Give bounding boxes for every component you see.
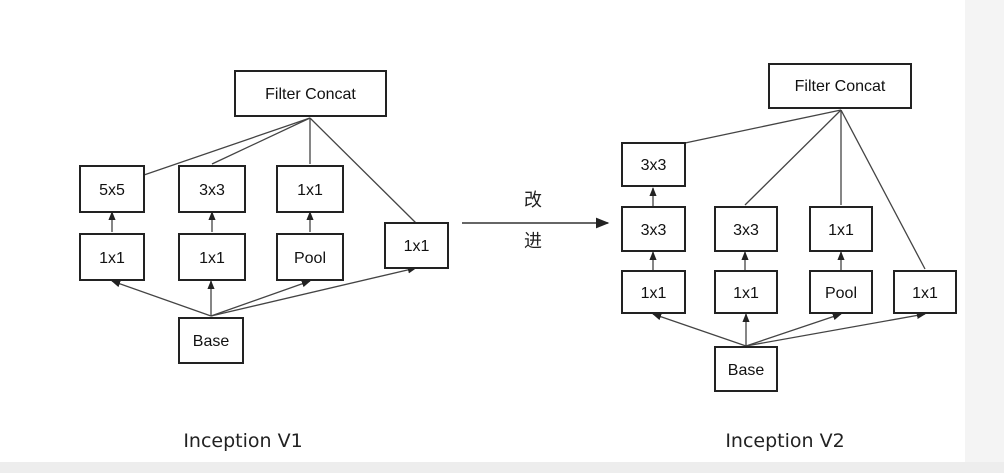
v2-pool-label: Pool <box>825 285 857 302</box>
v1-1x1-a-label: 1x1 <box>99 250 125 267</box>
edge-base-to-pool <box>745 313 842 347</box>
v2-1x1-top-label: 1x1 <box>828 222 854 239</box>
edge-3x3top-to-concat <box>684 109 842 144</box>
v1-pool-box: Pool <box>276 233 344 281</box>
edge-base-to-1x1-right <box>745 311 926 347</box>
edge-1x1right-to-concat <box>840 109 926 270</box>
v2-filter-concat-box: Filter Concat <box>768 63 912 109</box>
inception-v2: Filter Concat 3x3 3x3 3x3 1x1 1x1 1x1 P <box>621 63 957 452</box>
edge-3x3b-to-concat <box>744 109 842 206</box>
v1-1x1-a-box: 1x1 <box>79 233 145 281</box>
v1-1x1-b-label: 1x1 <box>199 250 225 267</box>
v1-3x3-label: 3x3 <box>199 182 225 199</box>
edge-base-to-1x1-a <box>652 313 747 347</box>
v1-filter-concat-box: Filter Concat <box>234 70 387 117</box>
v2-base-label: Base <box>728 362 765 379</box>
v2-base-box: Base <box>714 346 778 392</box>
v1-5x5-box: 5x5 <box>79 165 145 213</box>
v1-5x5-label: 5x5 <box>99 182 125 199</box>
v1-1x1-right-label: 1x1 <box>404 238 430 255</box>
v1-base-label: Base <box>193 333 230 350</box>
v1-caption: Inception V1 <box>183 430 302 452</box>
v2-3x3-top-box: 3x3 <box>621 142 686 187</box>
v2-3x3-mid-box: 3x3 <box>621 206 686 252</box>
v1-base-box: Base <box>178 317 244 364</box>
v2-1x1-top-box: 1x1 <box>809 206 873 252</box>
edge-base-to-pool <box>210 280 311 317</box>
edge-3x3-to-concat <box>211 117 311 165</box>
v2-3x3-b-label: 3x3 <box>733 222 759 239</box>
v2-1x1-right-box: 1x1 <box>893 270 957 314</box>
v1-3x3-box: 3x3 <box>178 165 246 213</box>
v2-pool-box: Pool <box>809 270 873 314</box>
inception-v1: Filter Concat 5x5 3x3 1x1 1x1 1x1 Pool <box>79 70 449 452</box>
v1-1x1-right-box: 1x1 <box>384 222 449 269</box>
edge-base-to-1x1-a <box>111 280 212 317</box>
bottom-strip <box>0 462 1004 473</box>
v1-1x1-b-box: 1x1 <box>178 233 246 281</box>
v2-1x1-b-label: 1x1 <box>733 285 759 302</box>
v1-filter-concat-label: Filter Concat <box>265 86 356 103</box>
v2-3x3-mid-label: 3x3 <box>641 222 667 239</box>
arrow-label-line1: 改 <box>524 190 542 211</box>
v1-1x1-top-box: 1x1 <box>276 165 344 213</box>
side-panel <box>965 0 1004 473</box>
v2-1x1-a-label: 1x1 <box>641 285 667 302</box>
edge-1x1right-to-concat <box>309 117 417 224</box>
v2-1x1-right-label: 1x1 <box>912 285 938 302</box>
v2-filter-concat-label: Filter Concat <box>795 78 886 95</box>
v1-1x1-top-label: 1x1 <box>297 182 323 199</box>
arrow-label-line2: 进 <box>524 231 542 252</box>
v2-3x3-top-label: 3x3 <box>641 157 667 174</box>
edge-base-to-1x1-right <box>210 266 417 317</box>
v2-1x1-b-box: 1x1 <box>714 270 778 314</box>
v2-3x3-b-box: 3x3 <box>714 206 778 252</box>
v2-caption: Inception V2 <box>725 430 844 452</box>
v2-1x1-a-box: 1x1 <box>621 270 686 314</box>
improvement-arrow: 改 进 <box>462 190 610 252</box>
v1-pool-label: Pool <box>294 250 326 267</box>
